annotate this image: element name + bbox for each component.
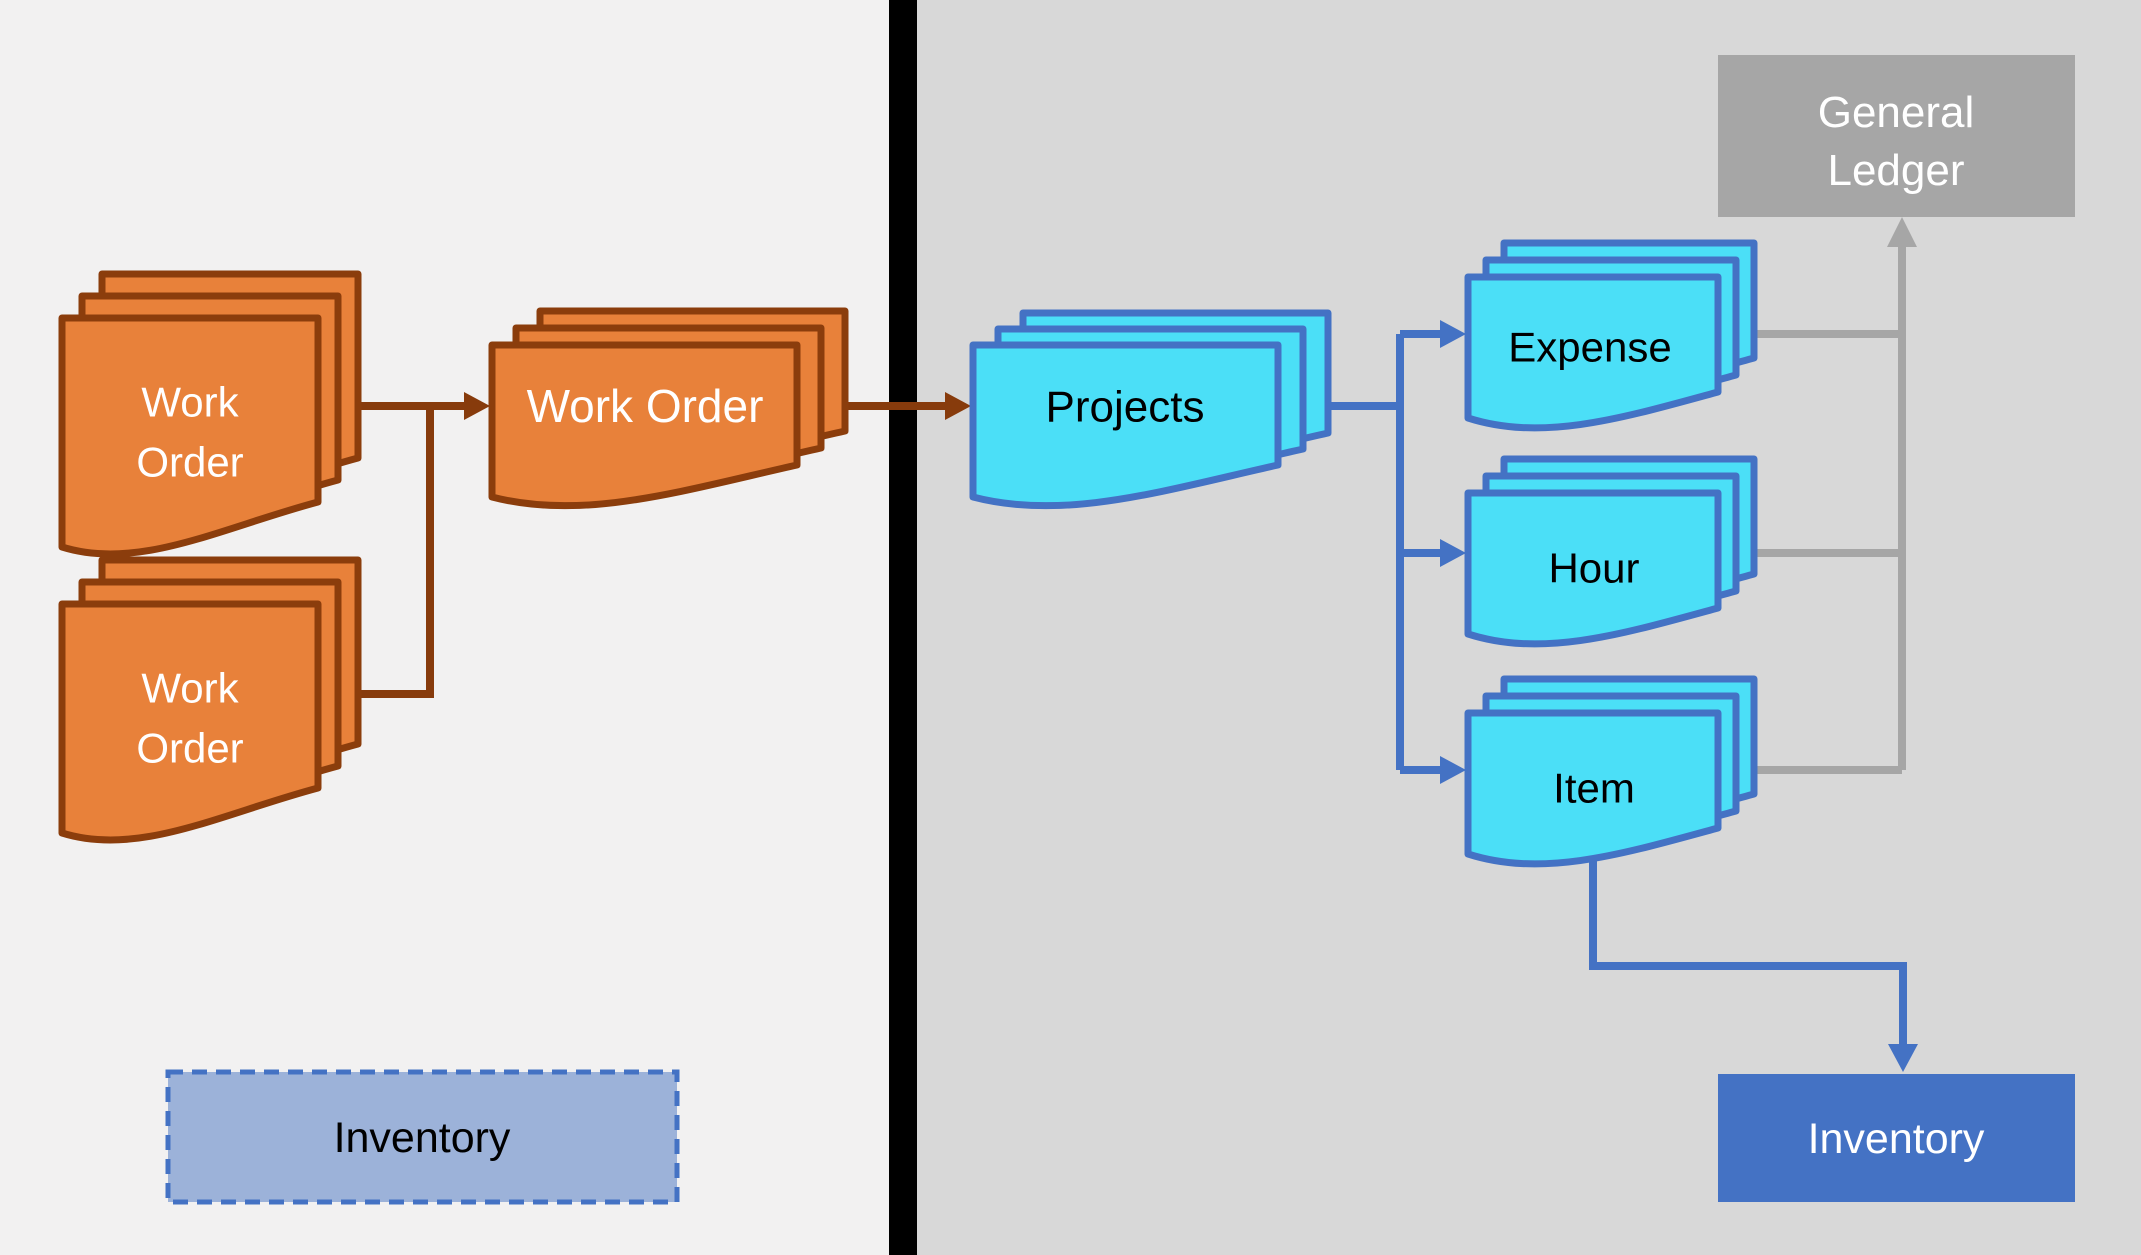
brown-arrowhead-icon	[464, 392, 490, 420]
work-order-bottom-stack-label: Work	[141, 665, 239, 712]
document-page	[58, 600, 322, 844]
inventory-target-box: Inventory	[1718, 1074, 2075, 1202]
connector-projects-branch	[1328, 320, 1466, 784]
general-ledger-label-line1: General	[1818, 88, 1975, 137]
gray-arrowhead-icon	[1887, 217, 1917, 247]
inventory-planned-box: Inventory	[165, 1069, 680, 1205]
divider-bar	[889, 0, 917, 1255]
work-order-combined-stack-label: Work Order	[527, 380, 764, 432]
work-order-top-stack-label: Work	[141, 379, 239, 426]
blue-arrowhead-icon	[1440, 320, 1466, 348]
work-order-combined-stack: Work Order	[488, 307, 849, 510]
hour-stack-label: Hour	[1548, 545, 1639, 592]
work-order-top-stack-label: Order	[136, 439, 243, 486]
expense-stack-label: Expense	[1508, 324, 1671, 371]
inventory-target-label: Inventory	[1808, 1115, 1985, 1163]
hour-stack: Hour	[1464, 455, 1758, 648]
projects-stack-label: Projects	[1046, 382, 1205, 431]
expense-stack: Expense	[1464, 239, 1758, 432]
document-page	[1464, 489, 1722, 648]
document-page	[1464, 709, 1722, 868]
work-order-bottom-stack-label: Order	[136, 725, 243, 772]
document-page	[488, 341, 801, 510]
document-page	[1464, 273, 1722, 432]
document-page	[58, 314, 322, 558]
connector-item-to-general-ledger	[1754, 217, 1917, 774]
connector-workorder-to-projects	[847, 392, 971, 420]
item-stack-label: Item	[1553, 765, 1635, 812]
general-ledger-label-line2: Ledger	[1827, 146, 1964, 195]
blue-arrowhead-icon	[1440, 756, 1466, 784]
document-page	[969, 341, 1282, 510]
projects-stack: Projects	[969, 309, 1332, 510]
brown-arrowhead-icon	[945, 392, 971, 420]
inventory-planned-label: Inventory	[334, 1114, 511, 1162]
connector-workorders-merge	[358, 392, 490, 698]
connector-item-to-inventory	[1589, 846, 1918, 1072]
item-stack: Item	[1464, 675, 1758, 868]
blue-arrowhead-icon	[1888, 1044, 1918, 1072]
general-ledger-box: General Ledger	[1718, 55, 2075, 217]
blue-arrowhead-icon	[1440, 539, 1466, 567]
